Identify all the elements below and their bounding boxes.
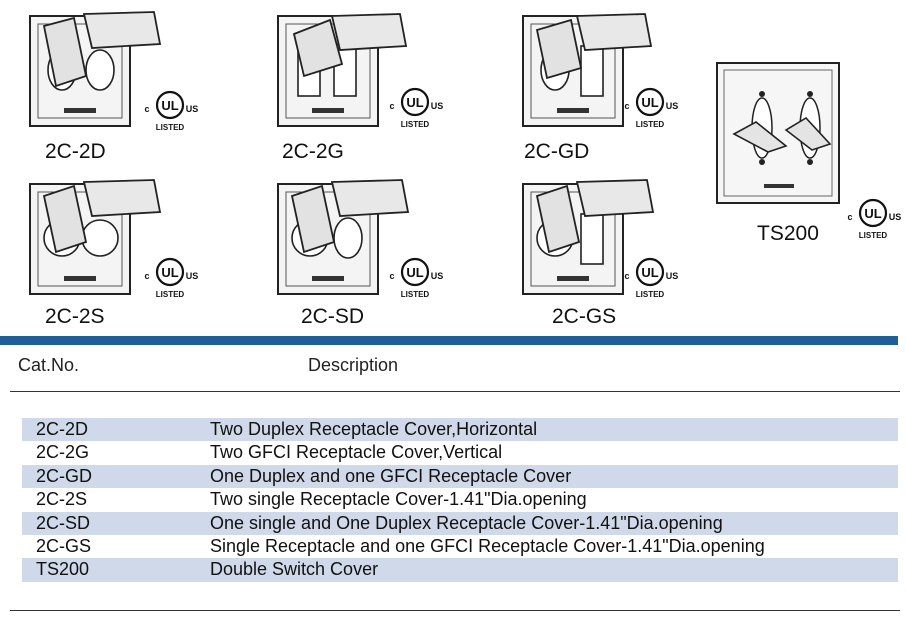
svg-text:UL: UL	[641, 95, 658, 110]
svg-text:UL: UL	[406, 265, 423, 280]
cat-no-cell: 2C-2D	[36, 419, 89, 439]
table-row: TS200 Double Switch Cover	[22, 558, 898, 582]
ul-listed-icon: UL c US LISTED	[385, 255, 445, 306]
ul-listed-icon: UL c US LISTED	[620, 85, 680, 136]
table-row: 2C-2S Two single Receptacle Cover-1.41"D…	[22, 488, 898, 511]
svg-text:US: US	[666, 271, 679, 281]
section-divider	[0, 336, 898, 345]
svg-text:c: c	[389, 271, 394, 281]
ul-listed-icon: UL c US LISTED	[140, 255, 200, 306]
svg-text:US: US	[666, 101, 679, 111]
cat-no-cell: 2C-2G	[36, 442, 90, 463]
header-description: Description	[308, 355, 399, 375]
svg-text:LISTED: LISTED	[636, 290, 665, 299]
catalog-table: 2C-2D Two Duplex Receptacle Cover,Horizo…	[22, 418, 898, 582]
ul-listed-icon: UL c US LISTED	[620, 255, 680, 306]
table-row: 2C-GD One Duplex and one GFCI Receptacle…	[22, 464, 898, 489]
description-cell: Two Duplex Receptacle Cover,Horizontal	[210, 419, 538, 439]
header-rule	[10, 391, 900, 392]
svg-text:LISTED: LISTED	[156, 290, 185, 299]
product-label: 2C-GS	[552, 305, 617, 328]
description-cell: Single Receptacle and one GFCI Receptacl…	[210, 535, 765, 556]
svg-text:UL: UL	[406, 95, 423, 110]
description-cell: Two GFCI Receptacle Cover,Vertical	[210, 442, 503, 463]
product-image-ts200	[712, 58, 846, 208]
product-label: 2C-2G	[282, 140, 344, 163]
ul-listed-icon: UL c US LISTED	[140, 88, 200, 139]
table-row: 2C-2G Two GFCI Receptacle Cover,Vertical	[22, 441, 898, 464]
svg-text:c: c	[389, 101, 394, 111]
svg-text:UL: UL	[161, 265, 178, 280]
description-cell: One single and One Duplex Receptacle Cov…	[210, 512, 723, 533]
svg-text:c: c	[144, 271, 149, 281]
svg-text:LISTED: LISTED	[401, 290, 430, 299]
svg-text:UL: UL	[161, 98, 178, 113]
description-cell: Two single Receptacle Cover-1.41"Dia.ope…	[210, 489, 587, 510]
product-image-2c-gs	[515, 172, 655, 302]
footer-rule	[10, 610, 900, 611]
product-label: 2C-GD	[524, 140, 590, 163]
product-label: 2C-2D	[45, 140, 106, 163]
svg-text:c: c	[624, 271, 629, 281]
product-image-2c-2g	[270, 4, 410, 134]
svg-text:UL: UL	[641, 265, 658, 280]
product-image-2c-2d	[22, 4, 162, 134]
description-cell: One Duplex and one GFCI Receptacle Cover	[210, 465, 572, 486]
cat-no-cell: 2C-GS	[36, 535, 92, 556]
product-label: 2C-SD	[301, 305, 365, 328]
svg-text:LISTED: LISTED	[859, 231, 888, 240]
table-row: 2C-2D Two Duplex Receptacle Cover,Horizo…	[22, 418, 898, 442]
product-image-2c-2s	[22, 172, 162, 302]
table-row: 2C-SD One single and One Duplex Receptac…	[22, 511, 898, 535]
cat-no-cell: 2C-SD	[36, 512, 91, 533]
svg-text:c: c	[144, 104, 149, 114]
svg-text:LISTED: LISTED	[636, 120, 665, 129]
table-row: 2C-GS Single Receptacle and one GFCI Rec…	[22, 535, 898, 558]
ul-listed-icon: UL c US LISTED	[843, 196, 903, 247]
svg-text:UL: UL	[864, 206, 881, 221]
header-cat-no: Cat.No.	[18, 355, 80, 375]
product-image-2c-sd	[270, 172, 410, 302]
ul-listed-icon: UL c US LISTED	[385, 85, 445, 136]
cat-no-cell: TS200	[36, 559, 90, 580]
svg-text:LISTED: LISTED	[401, 120, 430, 129]
product-label: 2C-2S	[45, 305, 105, 328]
cat-no-cell: 2C-GD	[36, 465, 93, 486]
svg-text:c: c	[847, 212, 852, 222]
svg-text:c: c	[624, 101, 629, 111]
svg-text:US: US	[431, 271, 444, 281]
product-label: TS200	[757, 222, 819, 245]
description-cell: Double Switch Cover	[210, 559, 379, 580]
svg-text:US: US	[889, 212, 902, 222]
svg-text:LISTED: LISTED	[156, 123, 185, 132]
cat-no-cell: 2C-2S	[36, 489, 88, 510]
product-image-2c-gd	[515, 4, 655, 134]
svg-text:US: US	[186, 104, 199, 114]
svg-text:US: US	[431, 101, 444, 111]
svg-text:US: US	[186, 271, 199, 281]
